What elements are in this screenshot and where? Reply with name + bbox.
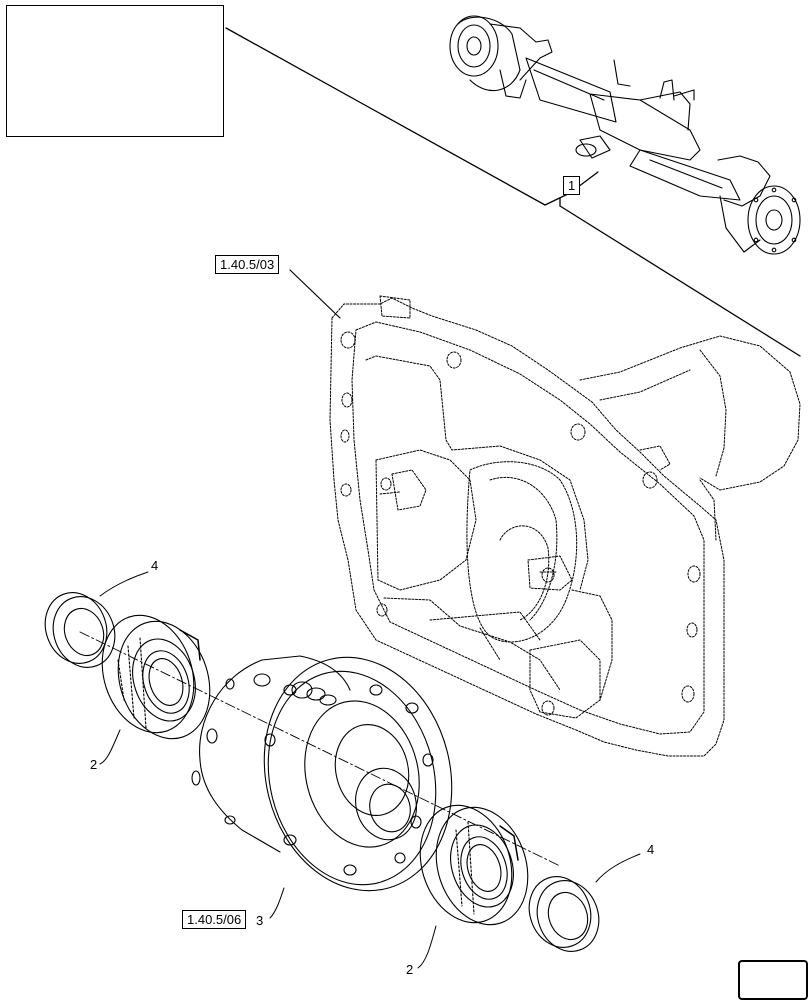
housing-leader-line	[289, 269, 341, 319]
differential-case	[191, 655, 453, 892]
callout-bearing-lower: 2	[406, 962, 414, 977]
callout-seal-lower: 4	[647, 842, 655, 857]
callout-bearing-upper: 2	[90, 757, 98, 772]
seal-lower	[528, 876, 600, 952]
axle-assembly-view	[449, 15, 801, 255]
callout-leaders	[99, 571, 641, 969]
bearing-upper	[101, 614, 211, 740]
navigation-back-button[interactable]	[738, 960, 808, 1000]
differential-reference-box[interactable]: 1.40.5/06	[182, 910, 247, 929]
assembly-reference-box[interactable]: 1	[563, 176, 581, 195]
housing-reference-box[interactable]: 1.40.5/03	[215, 255, 280, 274]
overview-thumbnail-frame	[6, 5, 224, 137]
differential-housing	[329, 295, 801, 757]
callout-differential: 3	[256, 913, 264, 928]
assembly-leader-lines	[225, 27, 801, 357]
callout-seal-upper: 4	[151, 558, 159, 573]
bearing-lower	[419, 804, 529, 926]
assembly-axis-line	[79, 631, 561, 867]
seal-upper	[44, 592, 116, 668]
